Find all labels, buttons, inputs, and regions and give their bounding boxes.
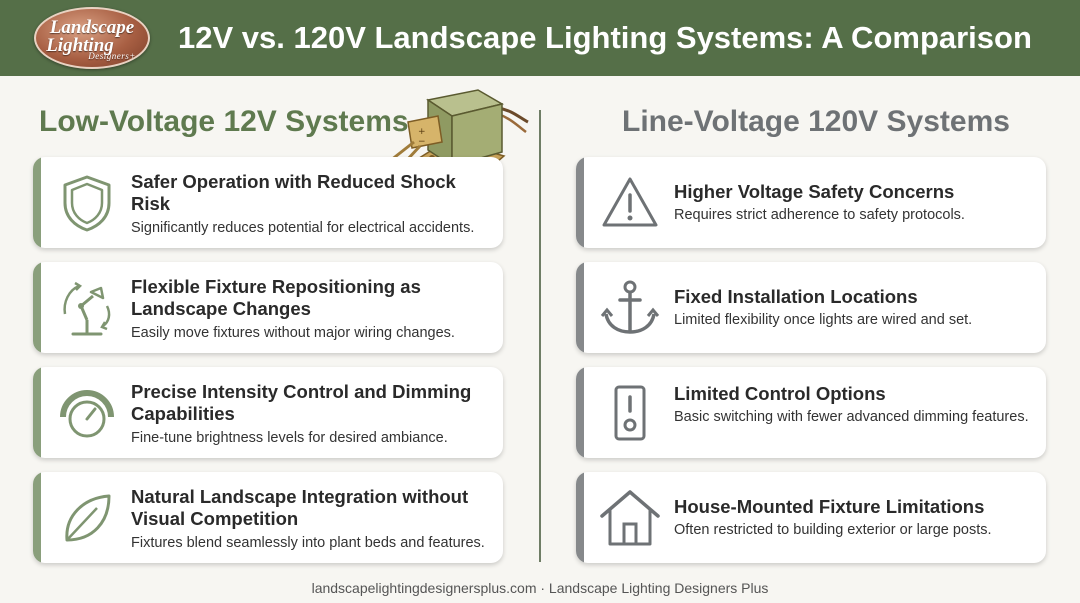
card-title: Flexible Fixture Repositioning as Landsc… <box>131 276 421 319</box>
left-card-natural-integration: Natural Landscape Integration without Vi… <box>33 472 503 563</box>
card-description: Often restricted to building exterior or… <box>674 522 992 538</box>
right-card-safety-concerns: Higher Voltage Safety Concerns Requires … <box>576 157 1046 248</box>
left-card-intensity-control: Precise Intensity Control and Dimming Ca… <box>33 367 503 458</box>
adjustable-lamp-icon <box>63 281 111 336</box>
shield-icon <box>63 175 111 232</box>
svg-text:−: − <box>418 137 426 147</box>
left-card-safer-operation: Safer Operation with Reduced Shock Risk … <box>33 157 503 248</box>
svg-text:+: + <box>418 127 426 137</box>
company-logo[interactable]: Landscape Lighting Designers+ <box>34 7 150 69</box>
footer-credit: landscapelightingdesignersplus.com · Lan… <box>311 580 769 596</box>
card-title: Safer Operation with Reduced Shock Risk <box>131 171 456 214</box>
card-title: Fixed Installation Locations <box>674 286 918 307</box>
toggle-switch-icon <box>614 385 646 441</box>
card-description: Basic switching with fewer advanced dimm… <box>674 409 1029 425</box>
card-description: Fine-tune brightness levels for desired … <box>131 430 448 446</box>
card-accent-bar <box>33 262 41 353</box>
card-accent-bar <box>576 157 584 248</box>
right-column-heading: Line-Voltage 120V Systems <box>622 105 1010 138</box>
card-accent-bar <box>576 262 584 353</box>
header-bar: Landscape Lighting Designers+ 12V vs. 12… <box>0 0 1080 76</box>
left-card-flexible-repositioning: Flexible Fixture Repositioning as Landsc… <box>33 262 503 353</box>
warning-icon <box>602 177 658 227</box>
card-accent-bar <box>33 157 41 248</box>
leaf-icon <box>65 494 111 542</box>
right-card-limited-control: Limited Control Options Basic switching … <box>576 367 1046 458</box>
page-title: 12V vs. 120V Landscape Lighting Systems:… <box>178 20 1032 55</box>
card-title: Precise Intensity Control and Dimming Ca… <box>131 381 472 424</box>
house-icon <box>600 490 660 546</box>
card-title: Limited Control Options <box>674 383 886 404</box>
card-description: Requires strict adherence to safety prot… <box>674 207 965 223</box>
card-accent-bar <box>576 367 584 458</box>
right-card-fixed-installation: Fixed Installation Locations Limited fle… <box>576 262 1046 353</box>
card-description: Limited flexibility once lights are wire… <box>674 312 973 328</box>
anchor-icon <box>600 280 660 334</box>
card-title: Higher Voltage Safety Concerns <box>674 181 955 202</box>
card-accent-bar <box>33 367 41 458</box>
card-description: Fixtures blend seamlessly into plant bed… <box>131 535 485 551</box>
card-accent-bar <box>33 472 41 563</box>
card-description: Easily move fixtures without major wirin… <box>131 325 455 341</box>
card-accent-bar <box>576 472 584 563</box>
left-column-heading: Low-Voltage 12V Systems <box>39 105 409 138</box>
card-description: Significantly reduces potential for elec… <box>131 220 475 236</box>
logo-text-line1: Landscape <box>49 17 135 38</box>
right-card-house-mounted: House-Mounted Fixture Limitations Often … <box>576 472 1046 563</box>
logo-text-line3: Designers+ <box>88 51 136 61</box>
column-divider <box>539 110 541 562</box>
dimmer-dial-icon <box>60 390 114 438</box>
card-title: Natural Landscape Integration without Vi… <box>131 486 469 529</box>
card-title: House-Mounted Fixture Limitations <box>674 496 985 517</box>
logo-text-line2: Lighting <box>46 35 114 56</box>
